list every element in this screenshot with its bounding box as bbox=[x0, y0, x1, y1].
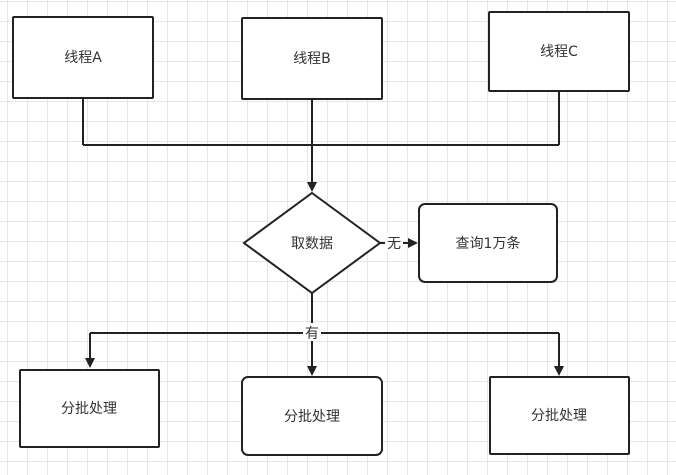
node-fetch-data-label: 取数据 bbox=[291, 236, 333, 252]
node-query: 查询1万条 bbox=[418, 203, 558, 283]
node-batch-left-label: 分批处理 bbox=[61, 401, 117, 417]
node-batch-left: 分批处理 bbox=[19, 369, 160, 448]
node-batch-right: 分批处理 bbox=[489, 376, 630, 455]
node-batch-middle-label: 分批处理 bbox=[284, 409, 340, 425]
node-batch-right-label: 分批处理 bbox=[531, 408, 587, 424]
node-thread-c-label: 线程C bbox=[540, 44, 578, 60]
node-batch-middle: 分批处理 bbox=[241, 376, 383, 456]
batch-connectors bbox=[85, 292, 564, 376]
edge-label-has: 有 bbox=[303, 323, 321, 342]
thread-connectors bbox=[82, 91, 560, 192]
node-thread-c: 线程C bbox=[488, 11, 630, 92]
edge-label-none-text: 无 bbox=[387, 236, 401, 252]
edge-label-has-text: 有 bbox=[305, 326, 319, 342]
edge-label-none: 无 bbox=[385, 233, 403, 252]
node-query-label: 查询1万条 bbox=[456, 235, 521, 252]
node-thread-b-label: 线程B bbox=[293, 51, 331, 67]
node-thread-a: 线程A bbox=[12, 16, 154, 99]
node-thread-b: 线程B bbox=[241, 17, 383, 100]
node-fetch-data-decision: 取数据 bbox=[242, 191, 382, 295]
node-thread-a-label: 线程A bbox=[64, 50, 102, 66]
